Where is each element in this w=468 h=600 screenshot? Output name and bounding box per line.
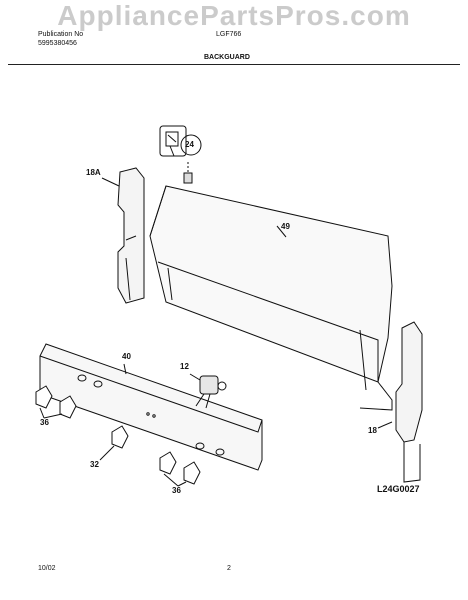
callout-18a: 18A [86,168,101,177]
callout-40: 40 [122,352,131,361]
publication-label: Publication No [38,31,84,38]
knob-leaders [39,407,187,487]
section-title: BACKGUARD [204,54,250,61]
page-number: 2 [227,565,231,572]
leader-40 [123,363,127,375]
watermark-text: AppliancePartsPros.com [57,0,411,31]
model-number: LGF766 [216,31,242,38]
callout-12: 12 [180,362,189,371]
leader-18 [377,421,393,429]
backguard-panel [149,185,393,383]
header-rule [8,64,460,65]
switch-part [183,162,193,184]
callout-18: 18 [368,426,377,435]
control-panel-holes [77,374,225,456]
publication-number: 5995380456 [38,40,77,47]
callout-49: 49 [281,222,290,231]
footer-date: 10/02 [38,565,56,572]
callout-36-right: 36 [172,486,181,495]
leader-18a [101,177,120,187]
right-end-cap [395,321,423,443]
callout-circle-24 [180,134,202,156]
knobs [35,385,201,485]
callout-36-left: 36 [40,418,49,427]
leader-12 [189,373,201,381]
figure-code: L24G0027 [377,484,420,494]
callout-32: 32 [90,460,99,469]
callout-24: 24 [185,140,194,149]
left-end-cap [117,167,145,304]
leader-49 [276,225,287,238]
switch-detail-box [159,125,187,157]
infinite-switch [195,375,227,409]
right-end-cap-foot [403,442,421,483]
